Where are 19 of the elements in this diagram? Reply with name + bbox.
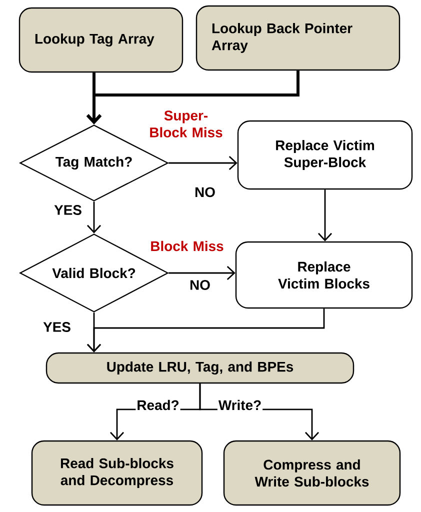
edge-label: NO — [188, 279, 212, 291]
process-box: Replace Victim Super-Block — [237, 120, 413, 190]
process-box: Replace Victim Blocks — [235, 241, 413, 309]
edge-label: YES — [42, 321, 72, 333]
process-box: Compress and Write Sub-blocks — [223, 440, 401, 506]
arrow — [168, 266, 236, 280]
arrow — [168, 156, 238, 170]
edge-label: YES — [53, 204, 83, 216]
process-box: Lookup Back Pointer Array — [196, 5, 400, 71]
edge-label: Write? — [217, 398, 263, 412]
arrow — [86, 308, 325, 352]
arrow — [86, 70, 300, 124]
arrow — [86, 202, 102, 234]
arrow — [318, 190, 332, 242]
edge-label: NO — [194, 186, 216, 198]
process-box: Read Sub-blocks and Decompress — [31, 440, 203, 506]
edge-label: Read? — [136, 398, 180, 412]
process-box: Update LRU, Tag, and BPEs — [46, 352, 354, 384]
process-box: Lookup Tag Array — [18, 7, 184, 73]
